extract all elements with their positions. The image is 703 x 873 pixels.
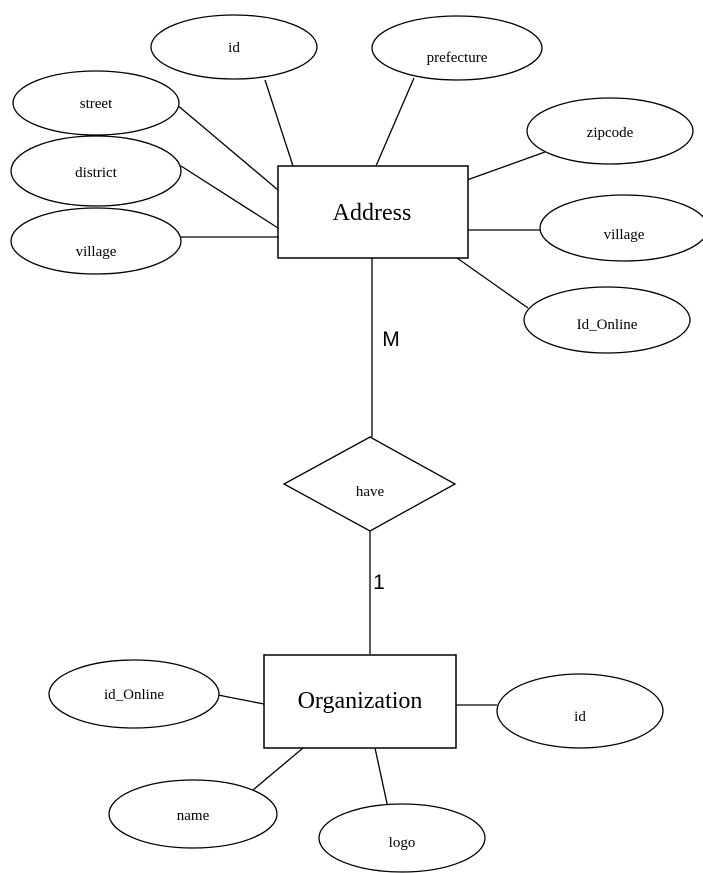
entity-organization-label: Organization [298, 688, 423, 714]
attr-address-id: id [150, 14, 318, 80]
relationship-have: have [282, 436, 457, 532]
entity-address: Address [277, 165, 469, 259]
svg-text:prefecture: prefecture [427, 50, 488, 66]
svg-text:id: id [228, 40, 240, 56]
svg-text:district: district [75, 165, 117, 181]
edge-address-id [264, 79, 294, 167]
entity-address-label: Address [333, 200, 412, 226]
attr-org-logo: logo [318, 803, 486, 873]
edge-org-logo [374, 747, 389, 809]
attr-address-zipcode: zipcode [526, 97, 694, 165]
cardinality-m: M [382, 328, 400, 351]
svg-text:village: village [76, 244, 117, 260]
edge-address-prefecture [375, 77, 415, 167]
svg-text:zipcode: zipcode [587, 125, 634, 141]
edge-address-zipcode [466, 147, 557, 181]
entity-organization: Organization [263, 654, 457, 749]
attr-address-village-right: village [539, 194, 703, 262]
relationship-have-label: have [356, 484, 385, 500]
edge-address-id-online [456, 257, 529, 309]
svg-text:Id_Online: Id_Online [577, 317, 638, 333]
svg-text:logo: logo [389, 835, 416, 851]
edge-org-id-online [217, 694, 265, 705]
svg-text:street: street [80, 96, 113, 112]
attr-address-village-left: village [10, 207, 182, 275]
svg-text:id: id [574, 709, 586, 725]
attr-address-district: district [10, 135, 182, 207]
svg-text:village: village [604, 227, 645, 243]
edge-org-name [252, 747, 304, 791]
attr-address-id-online: Id_Online [523, 286, 691, 354]
cardinality-1: 1 [373, 571, 385, 594]
attr-address-prefecture: prefecture [371, 15, 543, 81]
attr-org-id: id [496, 673, 664, 749]
edge-address-district [180, 165, 279, 229]
svg-text:id_Online: id_Online [104, 687, 164, 703]
edge-address-street [175, 103, 279, 191]
attr-address-street: street [12, 70, 180, 136]
attr-org-name: name [108, 779, 278, 849]
svg-text:name: name [177, 808, 210, 824]
attr-org-id-online: id_Online [48, 659, 220, 729]
